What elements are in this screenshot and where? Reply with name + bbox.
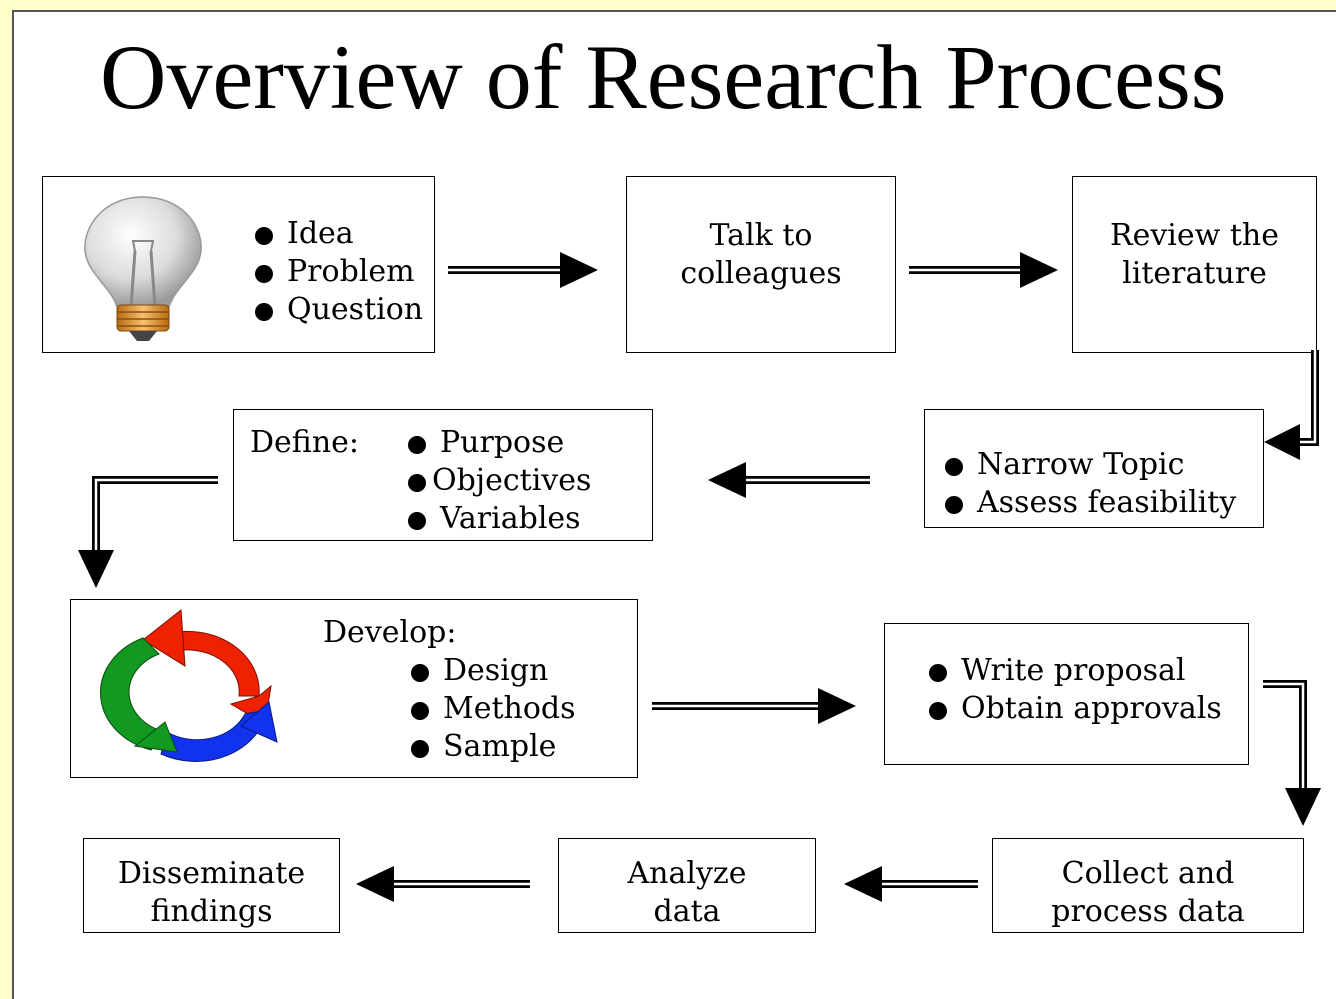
develop-box: Develop: Design Methods Sample: [70, 599, 638, 778]
cycle-arrows-icon: [99, 609, 278, 762]
define-list: Purpose Objectives Variables: [406, 424, 591, 538]
develop-list: Design Methods Sample: [409, 652, 576, 766]
list-item: Assess feasibility: [943, 484, 1236, 522]
collect-line-1: Collect and: [1061, 856, 1235, 891]
proposal-box: Write proposal Obtain approvals: [884, 623, 1249, 765]
list-item: Design: [409, 652, 576, 690]
develop-label: Develop:: [323, 615, 457, 650]
list-item: Narrow Topic: [943, 446, 1236, 484]
narrow-list: Narrow Topic Assess feasibility: [943, 446, 1236, 522]
list-item: Idea: [253, 215, 423, 253]
list-item: Objectives: [406, 462, 591, 500]
analyze-line-1: Analyze: [627, 856, 747, 891]
review-box: Review the literature: [1072, 176, 1317, 353]
idea-list: Idea Problem Question: [253, 215, 423, 329]
review-line-2: literature: [1122, 256, 1267, 291]
diagram-title: Overview of Research Process: [100, 26, 1227, 128]
narrow-box: Narrow Topic Assess feasibility: [924, 409, 1264, 528]
proposal-list: Write proposal Obtain approvals: [927, 652, 1222, 728]
disseminate-box: Disseminate findings: [83, 838, 340, 933]
collect-box: Collect and process data: [992, 838, 1304, 933]
define-label: Define:: [250, 425, 359, 460]
list-item: Purpose: [406, 424, 591, 462]
talk-line-1: Talk to: [709, 218, 813, 253]
analyze-box: Analyze data: [558, 838, 816, 933]
lightbulb-icon: [84, 196, 202, 341]
collect-line-2: process data: [1051, 894, 1245, 929]
list-item: Question: [253, 291, 423, 329]
list-item: Problem: [253, 253, 423, 291]
define-box: Define: Purpose Objectives Variables: [233, 409, 653, 541]
list-item: Variables: [406, 500, 591, 538]
list-item: Methods: [409, 690, 576, 728]
idea-box: Idea Problem Question: [42, 176, 435, 353]
disseminate-line-2: findings: [150, 894, 273, 929]
list-item: Write proposal: [927, 652, 1222, 690]
analyze-line-2: data: [653, 894, 721, 929]
talk-box: Talk to colleagues: [626, 176, 896, 353]
talk-line-2: colleagues: [680, 256, 842, 291]
review-line-1: Review the: [1110, 218, 1279, 253]
list-item: Obtain approvals: [927, 690, 1222, 728]
list-item: Sample: [409, 728, 576, 766]
disseminate-line-1: Disseminate: [117, 856, 306, 891]
